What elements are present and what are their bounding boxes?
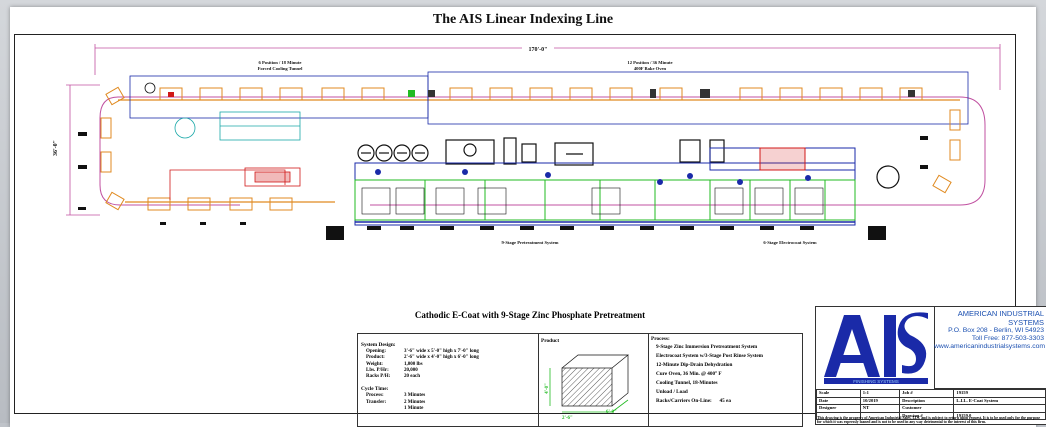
spec-row: Opening:3'-6" wide x 5'-0" high x 7'-0" … <box>366 349 479 354</box>
ais-logo: FINISHING SYSTEMS <box>816 307 935 390</box>
tank-cells <box>354 179 856 221</box>
ais-logo-graphic: FINISHING SYSTEMS <box>824 312 928 384</box>
top-carriers <box>159 87 923 101</box>
drawing-border <box>14 34 1016 414</box>
system-design-heading: System Design: <box>361 342 396 348</box>
top-carrier-markers <box>168 89 915 98</box>
spec-row: Racks P/H:20 each <box>366 374 420 380</box>
oven-label-1: 12 Position / 36 Minute <box>627 60 672 65</box>
side-markers <box>78 132 928 225</box>
product-sketch <box>549 354 629 413</box>
cycle-row: Process:3 Minutes <box>366 393 426 399</box>
racks-on-line: Racks/Carriers On-Line: 45 ea <box>656 398 731 404</box>
bottom-carriers <box>147 197 293 211</box>
spec-row: Product:2'-6" wide x 4'-0" high x 6'-0" … <box>366 355 479 361</box>
specification-box: System Design: Opening:3'-6" wide x 5'-0… <box>357 333 803 427</box>
unload-equipment <box>144 82 301 141</box>
spec-row: Weight:1,000 lbs <box>366 361 423 367</box>
cycle-row: Transfer:2 Minutes <box>366 399 426 405</box>
conveyor-track <box>99 96 986 206</box>
oven-label-2: 400F Bake Oven <box>634 66 667 71</box>
cooling-tunnel-label-2: Forced Cooling Tunnel <box>258 66 304 71</box>
drawing-subtitle: Cathodic E-Coat with 9-Stage Zinc Phosph… <box>414 310 646 320</box>
company-website: www.americanindustrialsystems.com <box>934 343 1046 350</box>
left-carriers <box>100 86 125 211</box>
disclaimer-text: This drawing is the property of American… <box>817 416 1041 425</box>
overall-dimension-line: 170'-0" <box>94 44 1001 90</box>
process-item: 12-Minute Dip-Drain Dehydration <box>656 362 733 368</box>
product-length-dim: 6'-0" <box>606 410 617 415</box>
company-phone: Toll Free: 877-503-3303 <box>971 335 1044 342</box>
cooling-tunnel-label-1: 6 Position / 18 Minute <box>259 60 302 65</box>
process-item: 9-Stage Zinc Immersion Pretreatment Syst… <box>656 344 758 350</box>
load-station <box>169 167 301 200</box>
product-heading: Product <box>541 338 560 344</box>
electrocoat-label: 6-Stage Electrocoat System <box>763 240 816 245</box>
process-item: Electrocoat System w/3-Stage Post Rinse … <box>656 353 763 359</box>
process-item: Unload / Load <box>656 389 688 395</box>
title-block-row: Drawing #19159.0 <box>816 411 1046 421</box>
product-column: Product 4'-0" 2'-6" 6'-0" <box>538 334 649 426</box>
blue-pumps <box>375 169 811 185</box>
cycle-row: 1 Minute <box>404 406 424 412</box>
product-height-dim: 4'-0" <box>544 383 550 394</box>
system-design-column: System Design: Opening:3'-6" wide x 5'-0… <box>358 334 539 426</box>
drawing-title: The AIS Linear Indexing Line <box>432 12 614 27</box>
right-carriers <box>932 109 961 194</box>
cycle-time-heading: Cycle Time: <box>361 386 389 393</box>
company-name: AMERICAN INDUSTRIAL SYSTEMS <box>957 309 1044 327</box>
side-dimension-text: 36'-0" <box>53 140 59 156</box>
pretreatment-label: 9-Stage Pretreatment System <box>502 240 559 245</box>
process-heading: Process: <box>651 336 670 342</box>
bake-oven <box>427 71 969 125</box>
racks-in-tanks <box>361 187 824 215</box>
product-width-dim: 2'-6" <box>562 416 573 421</box>
side-dimension-line: 36'-0" <box>53 84 100 216</box>
company-address: P.O. Box 208 - Berlin, WI 54923 <box>948 327 1044 334</box>
process-item: Cure Oven, 36 Min. @ 400° F <box>656 371 722 377</box>
title-block: FINISHING SYSTEMS AMERICAN INDUSTRIAL SY… <box>815 306 1046 425</box>
process-column: Process: 9-Stage Zinc Immersion Pretreat… <box>648 334 802 426</box>
company-info: AMERICAN INDUSTRIAL SYSTEMS P.O. Box 208… <box>934 307 1046 389</box>
spec-row: Lbs. P/Hr:20,000 <box>366 367 418 373</box>
process-item: Cooling Tunnel, 18-Minutes <box>656 380 718 386</box>
tank-system <box>354 147 856 226</box>
tank-supports <box>326 226 886 240</box>
logo-subtext: FINISHING SYSTEMS <box>853 379 899 384</box>
overall-dimension-text: 170'-0" <box>529 47 548 53</box>
